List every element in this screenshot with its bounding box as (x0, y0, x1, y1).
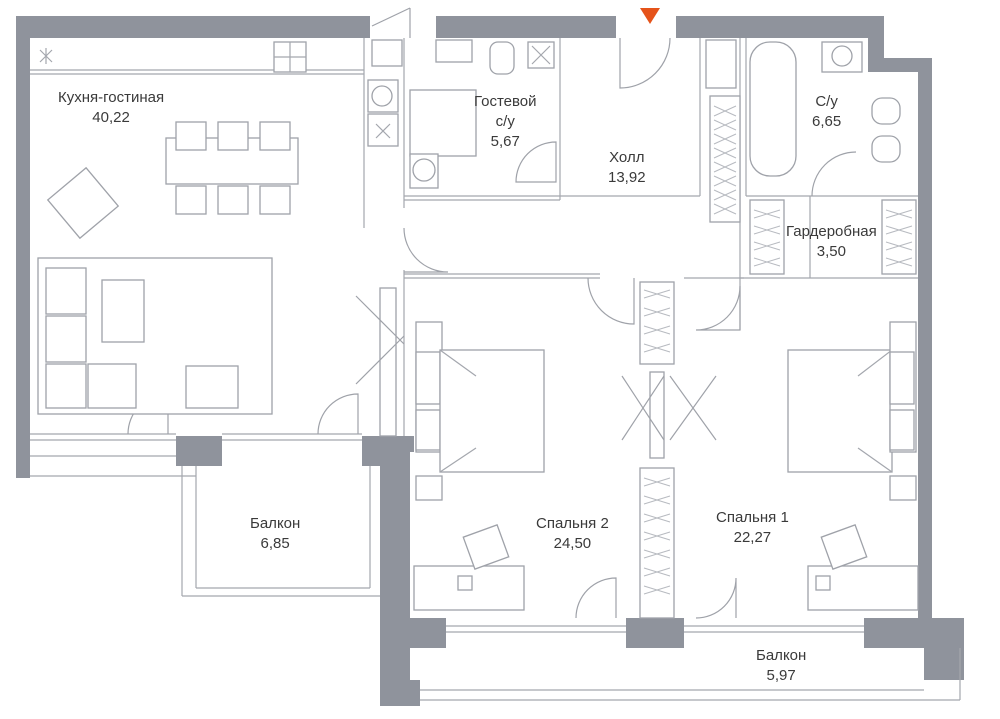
walls (16, 16, 964, 706)
room-name: Гостевой (474, 93, 537, 110)
room-area: 6,85 (260, 535, 290, 552)
doors (127, 7, 857, 619)
room-name: Холл (609, 149, 645, 166)
room-area: 40,22 (92, 109, 130, 126)
room-area: 3,50 (816, 243, 846, 260)
room-area: 5,97 (766, 667, 796, 684)
room-hall: Холл 13,92 (608, 148, 646, 188)
room-name: Балкон (250, 515, 301, 532)
room-name: Гардеробная (786, 223, 877, 240)
room-wardrobe: Гардеробная 3,50 (786, 222, 877, 262)
room-bedroom-1: Спальня 1 22,27 (716, 508, 789, 548)
room-guest-wc: Гостевой с/у 5,67 (474, 92, 537, 152)
room-area: 6,65 (812, 113, 842, 130)
bedroom-furniture (413, 321, 919, 611)
room-bedroom-2: Спальня 2 24,50 (536, 514, 609, 554)
room-name: Спальня 2 (536, 515, 609, 532)
room-balcony-2: Балкон 5,97 (756, 646, 806, 686)
room-name-2: с/у (495, 113, 515, 130)
wardrobe-hatches (643, 105, 913, 595)
room-wc: С/у 6,65 (812, 92, 841, 132)
interior-walls (30, 38, 961, 701)
room-area: 22,27 (733, 529, 772, 546)
room-area: 5,67 (490, 133, 520, 150)
room-kitchen: Кухня-гостиная 40,22 (58, 88, 164, 128)
room-name: Спальня 1 (716, 509, 789, 526)
room-name: Балкон (756, 647, 807, 664)
room-area: 13,92 (608, 169, 646, 186)
kitchen-furniture (37, 41, 399, 415)
room-area: 24,50 (553, 535, 592, 552)
room-name: С/у (815, 93, 838, 110)
entrance-arrow-icon (640, 8, 660, 24)
bathroom-fixtures (371, 39, 901, 189)
room-name: Кухня-гостиная (58, 89, 165, 106)
room-balcony-1: Балкон 6,85 (250, 514, 300, 554)
